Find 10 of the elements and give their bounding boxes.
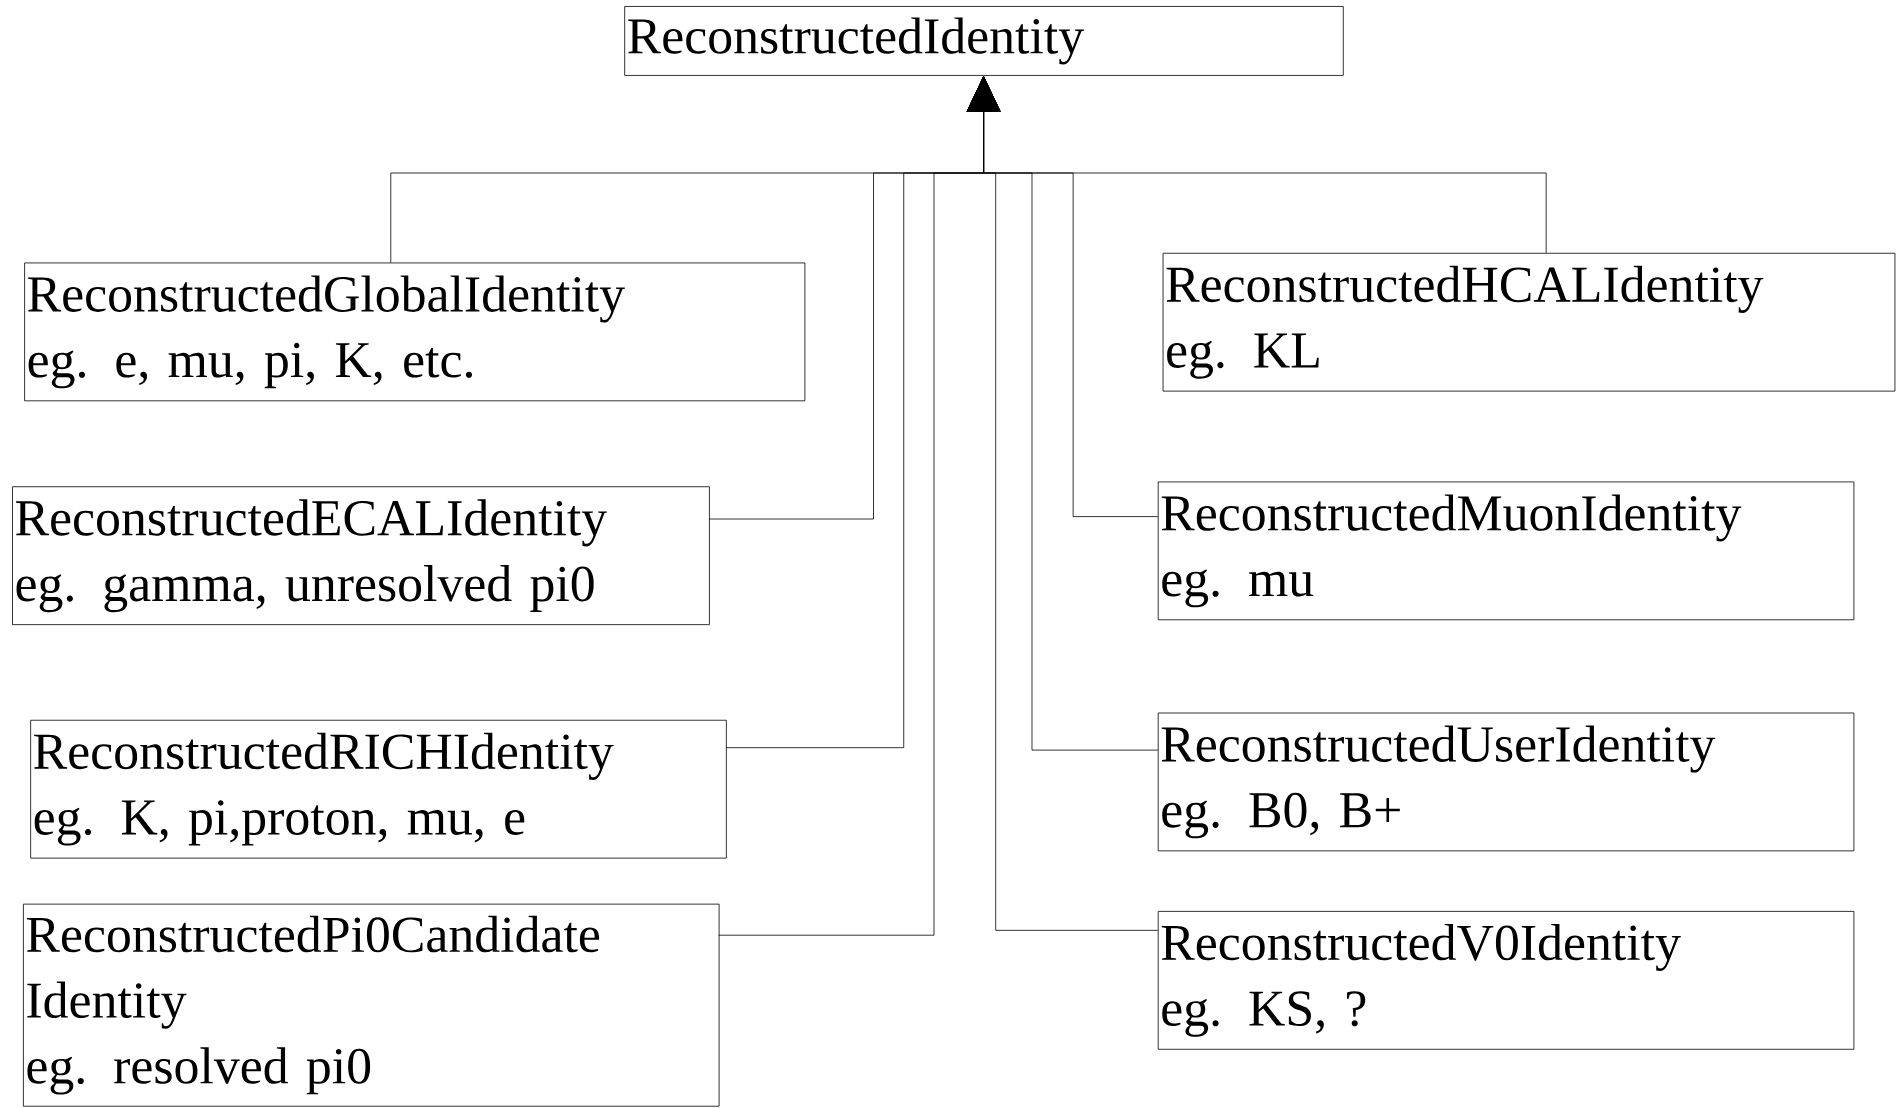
class-box: ReconstructedIdentity [624, 5, 1344, 76]
class-box: ReconstructedGlobalIdentity eg. e, mu, pi, K, etc. [24, 262, 806, 402]
class-box: ReconstructedRICHIdentity eg. K, pi,proton, mu, e [30, 719, 727, 859]
class-box: ReconstructedHCALIdentity eg. KL [1162, 252, 1896, 392]
inheritance-arrow [966, 76, 1159, 931]
class-box: ReconstructedECALIdentity eg. gamma, unresolved pi0 [12, 486, 710, 625]
class-box: ReconstructedMuonIdentity eg. mu [1157, 481, 1855, 621]
class-box: ReconstructedUserIdentity eg. B0, B+ [1157, 712, 1855, 852]
class-box: ReconstructedV0Identity eg. KS, ? [1157, 910, 1855, 1050]
class-box: ReconstructedPi0Candidate Identity eg. resolved pi0 [23, 903, 720, 1107]
